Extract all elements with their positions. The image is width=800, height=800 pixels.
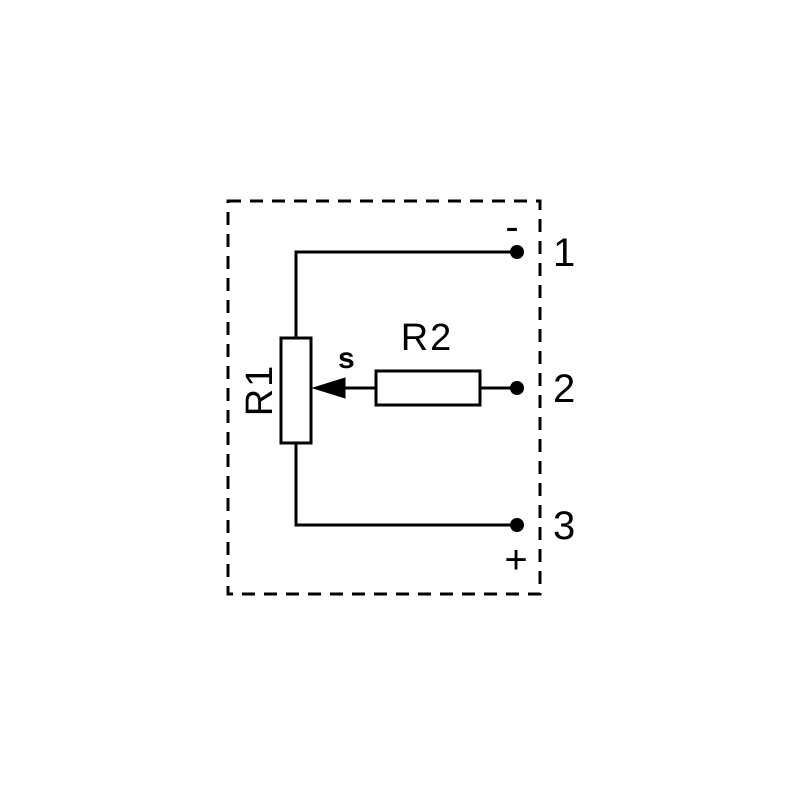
wire-terminal-3 [294,443,517,527]
potentiometer-r1-body [279,336,313,445]
terminal-2-number: 2 [553,367,577,411]
potentiometer-r1-label: R1 [239,364,281,417]
component-boundary-dashed-box [226,199,542,596]
terminal-dot-2 [510,381,524,395]
terminal-3-polarity-plus: + [504,538,529,582]
resistor-r2-body [374,369,482,407]
terminal-dot-1 [510,245,524,259]
terminal-3-number: 3 [553,504,577,548]
wiper-s-label: s [338,342,357,375]
wire-terminal-1 [294,250,517,338]
resistor-r2-label: R2 [401,317,454,359]
terminal-1-number: 1 [553,231,577,275]
terminal-1-polarity-minus: - [505,205,520,249]
terminal-dot-3 [510,518,524,532]
